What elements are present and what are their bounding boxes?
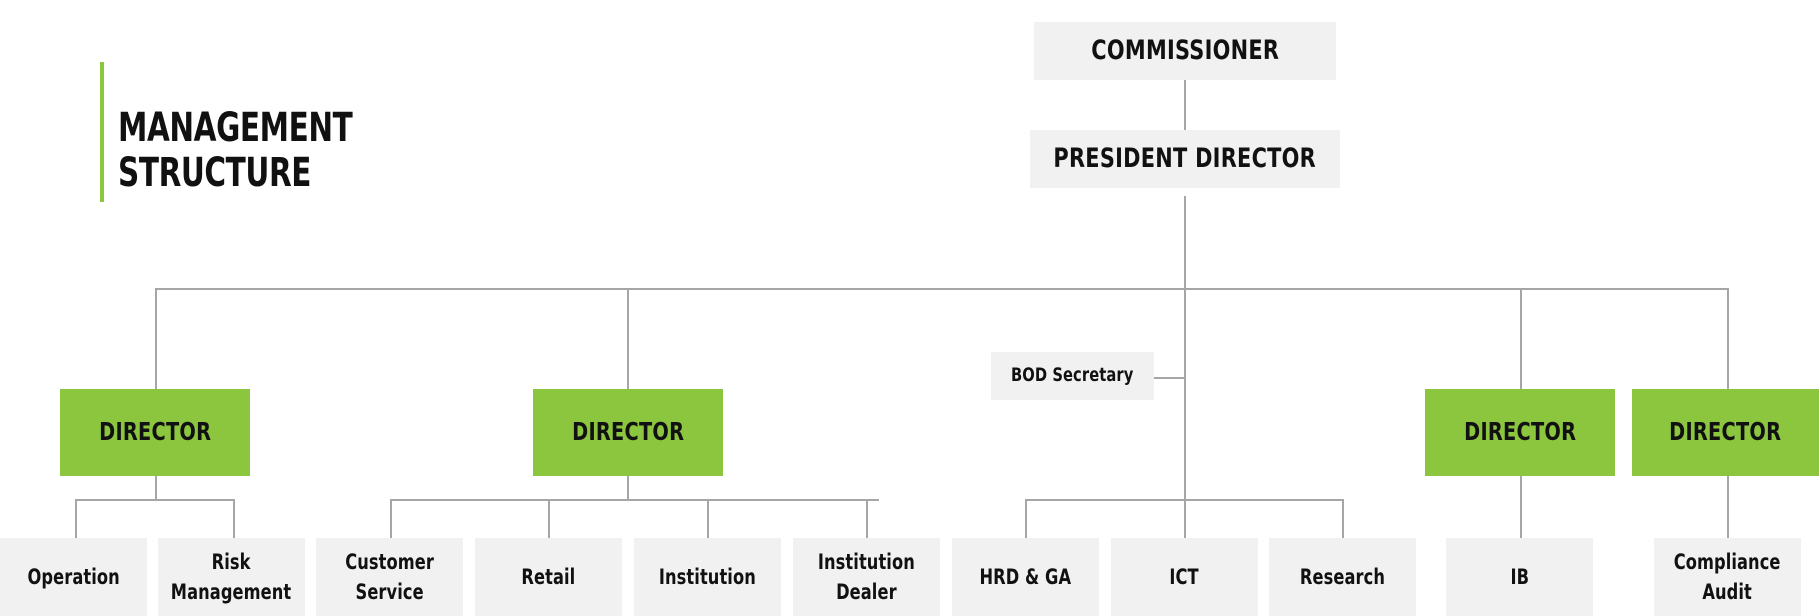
node-risk-management-label: Risk Management [171,549,292,604]
node-retail[interactable]: Retail [475,538,622,616]
node-director-3[interactable]: DIRECTOR [1425,389,1615,476]
node-director-1[interactable]: DIRECTOR [60,389,250,476]
node-bod-secretary-label: BOD Secretary [1011,364,1134,387]
node-director-4-label: DIRECTOR [1669,417,1782,447]
connector-drop-compliance-audit [1727,476,1729,538]
connector-drop-risk-management [233,499,235,538]
node-director-2-label: DIRECTOR [571,417,685,447]
node-director-4[interactable]: DIRECTOR [1632,389,1819,476]
node-commissioner[interactable]: COMMISSIONER [1034,22,1336,80]
connector-director-1-bus [75,499,235,501]
node-ib[interactable]: IB [1446,538,1593,616]
title-line-2: STRUCTURE [118,150,312,197]
node-risk-management[interactable]: Risk Management [158,538,305,616]
connector-drop-ib [1520,476,1522,538]
node-ict[interactable]: ICT [1111,538,1258,616]
connector-drop-institution [707,499,709,538]
node-president-director[interactable]: PRESIDENT DIRECTOR [1030,130,1340,188]
node-director-2[interactable]: DIRECTOR [533,389,723,476]
title-accent-bar [100,62,104,202]
node-research[interactable]: Research [1269,538,1416,616]
title-text: MANAGEMENT STRUCTURE [118,62,404,202]
node-institution-label: Institution [659,564,756,589]
connector-director-2-bus [390,499,879,501]
node-hrd-ga[interactable]: HRD & GA [952,538,1099,616]
node-compliance-audit[interactable]: Compliance Audit [1654,538,1801,616]
connector-drop-operation [75,499,77,538]
node-president-director-label: PRESIDENT DIRECTOR [1053,143,1317,175]
connector-drop-customer-service [390,499,392,538]
title-line-1: MANAGEMENT [118,105,353,152]
node-retail-label: Retail [521,564,576,589]
node-customer-service-label: Customer Service [345,549,434,604]
node-ict-label: ICT [1169,564,1200,589]
node-operation[interactable]: Operation [0,538,147,616]
connector-commissioner-president [1184,80,1186,130]
node-bod-secretary[interactable]: BOD Secretary [991,352,1154,400]
node-institution[interactable]: Institution [634,538,781,616]
node-institution-dealer-label: Institution Dealer [818,549,915,604]
node-institution-dealer[interactable]: Institution Dealer [793,538,940,616]
connector-director-2-stem [627,476,629,500]
connector-top-bus [155,288,1729,290]
connector-drop-retail [548,499,550,538]
node-hrd-ga-label: HRD & GA [979,564,1072,589]
node-ib-label: IB [1510,564,1529,589]
connector-bod-secretary-stub [1154,377,1186,379]
node-director-1-label: DIRECTOR [98,417,212,447]
node-director-3-label: DIRECTOR [1463,417,1577,447]
connector-drop-director-1 [155,288,157,389]
connector-drop-director-2 [627,288,629,389]
node-operation-label: Operation [27,564,120,589]
connector-drop-institution-dealer [866,499,868,538]
connector-drop-director-4 [1727,288,1729,389]
page-title: MANAGEMENT STRUCTURE [100,62,404,202]
node-compliance-audit-label: Compliance Audit [1674,549,1781,604]
connector-director-1-stem [155,476,157,500]
connector-drop-hrd-ga [1025,499,1027,538]
node-customer-service[interactable]: Customer Service [316,538,463,616]
node-research-label: Research [1299,564,1386,589]
connector-drop-research [1342,499,1344,538]
connector-drop-director-3 [1520,288,1522,389]
node-commissioner-label: COMMISSIONER [1091,35,1279,67]
connector-center-bus [1025,499,1343,501]
